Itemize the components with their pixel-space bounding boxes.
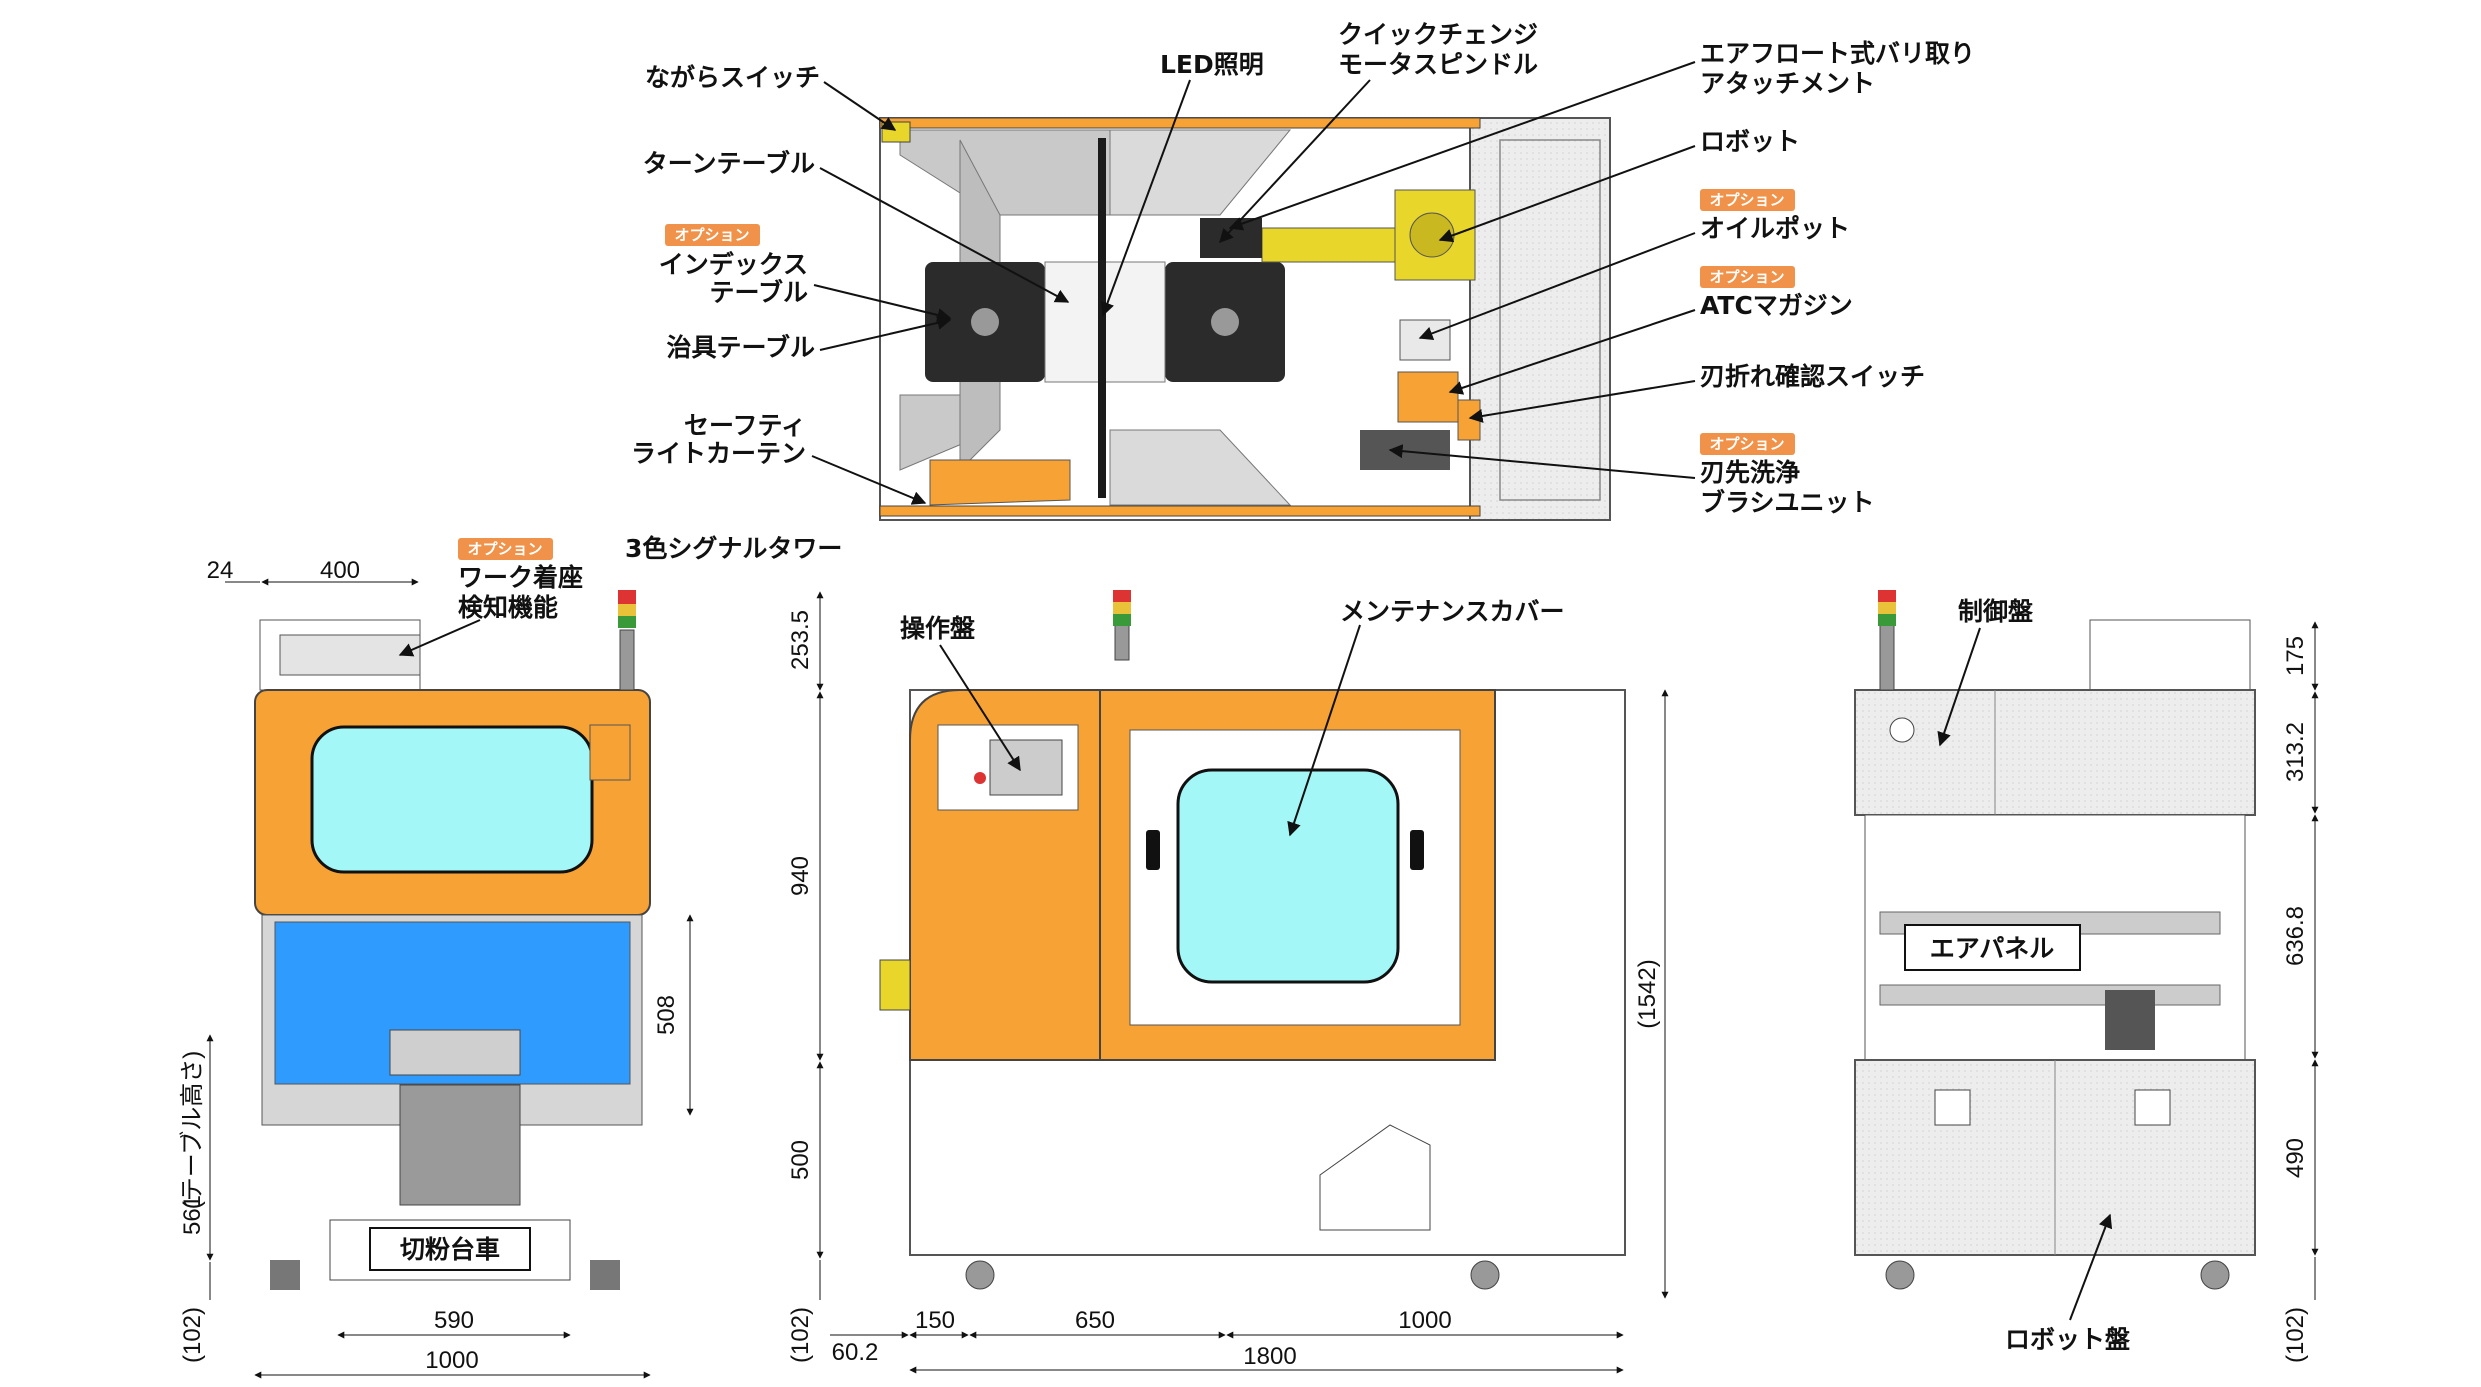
signal-tower-label: 3色シグナルタワー [625,534,842,563]
front-view-labels: オプション ワーク着座 検知機能 3色シグナルタワー 24 400 508 56… [179,534,842,1379]
side-view [879,590,1626,1290]
index-table-label-1: インデックス [659,250,808,279]
operation-panel-label: 操作盤 [900,614,976,643]
option-badge-text: オプション [1709,435,1784,453]
side-view-labels: 操作盤 メンテナンスカバー 253.5 940 500 (102) (1542)… [787,591,1669,1374]
air-panel-label: エアパネル [1930,934,2055,963]
front-signal-tower [619,629,635,691]
dim-rear-102: (102) [2282,1307,2309,1363]
dim-313: 313.2 [2282,722,2309,782]
dim-650: 650 [1075,1307,1115,1334]
table-height-label: (テーブル高さ) [179,1051,206,1210]
safety-curtain-label-2: ライトカーテン [631,439,806,468]
dim-1542: (1542) [1634,959,1661,1028]
dim-side-102: (102) [787,1307,814,1363]
front-window [310,725,594,874]
led-label: LED照明 [1160,50,1264,79]
atc-label: ATCマガジン [1700,291,1853,320]
rear-view-labels: 制御盤 ロボット盤 175 313.2 636.8 490 (102) [1937,597,2319,1363]
oil-pot [1399,319,1451,361]
jig-table-label: 治具テーブル [666,333,815,362]
deburr-label-2: アタッチメント [1700,69,1875,98]
work-seat-label-1: ワーク着座 [458,563,583,592]
brush-unit [1360,430,1450,470]
spindle-label-1: クイックチェンジ [1338,20,1538,49]
option-badge-text: オプション [1709,191,1784,209]
dim-490: 490 [2282,1138,2309,1178]
option-badge-text: オプション [467,540,542,558]
dim-500: 500 [787,1140,814,1180]
control-panel-label: 制御盤 [1958,597,2034,626]
atc-magazine [1397,371,1459,423]
option-badge [1700,189,1795,211]
dim-561: 561 [179,1195,206,1235]
index-table-label-2: テーブル [709,278,808,307]
rear-view: エアパネル [1854,590,2256,1290]
dim-940: 940 [787,856,814,896]
option-badge [1700,433,1795,455]
dim-side-1000: 1000 [1398,1307,1451,1334]
dim-front-1000: 1000 [425,1347,478,1374]
brush-label-1: 刃先洗浄 [1700,458,1800,487]
option-badge [665,224,760,246]
dim-253: 253.5 [787,610,814,670]
front-view: 切粉台車 [254,590,651,1290]
work-seat-valves [279,634,421,676]
blade-switch-label: 刃折れ確認スイッチ [1700,362,1925,391]
top-view [879,117,1611,521]
oil-pot-label: オイルポット [1700,214,1850,243]
dim-508: 508 [653,995,680,1035]
dim-590: 590 [434,1307,474,1334]
turn-table-label: ターンテーブル [643,149,815,178]
control-panel-box [1854,689,2256,816]
maintenance-cover-label: メンテナンスカバー [1340,597,1565,626]
dim-175: 175 [2282,636,2309,676]
option-badge [1700,266,1795,288]
maintenance-window [1176,768,1400,984]
dim-front-102: (102) [179,1307,206,1363]
brush-label-2: ブラシユニット [1700,488,1875,517]
option-badge-text: オプション [674,226,749,244]
deburr-label-1: エアフロート式バリ取り [1700,39,1975,68]
robot-label: ロボット [1700,127,1800,156]
dim-1800: 1800 [1243,1343,1296,1370]
spindle-label-2: モータスピンドル [1338,50,1538,79]
robot-panel-label: ロボット盤 [2005,1325,2131,1354]
dim-24: 24 [207,557,234,584]
top-view-labels: ながらスイッチ ターンテーブル オプション インデックス テーブル 治具テーブル… [631,20,1975,517]
dim-400: 400 [320,557,360,584]
safety-curtain-label-1: セーフティ [684,411,806,440]
dim-60: 60.2 [832,1339,879,1366]
nagara-switch-label: ながらスイッチ [645,63,820,92]
work-seat-label-2: 検知機能 [458,593,558,622]
option-badge [458,538,553,560]
safety-light-curtain [1098,138,1106,498]
option-badge-text: オプション [1709,268,1784,286]
robot-arm [1261,227,1413,263]
dim-150: 150 [915,1307,955,1334]
dim-636: 636.8 [2282,906,2309,966]
cart-label: 切粉台車 [400,1235,500,1264]
